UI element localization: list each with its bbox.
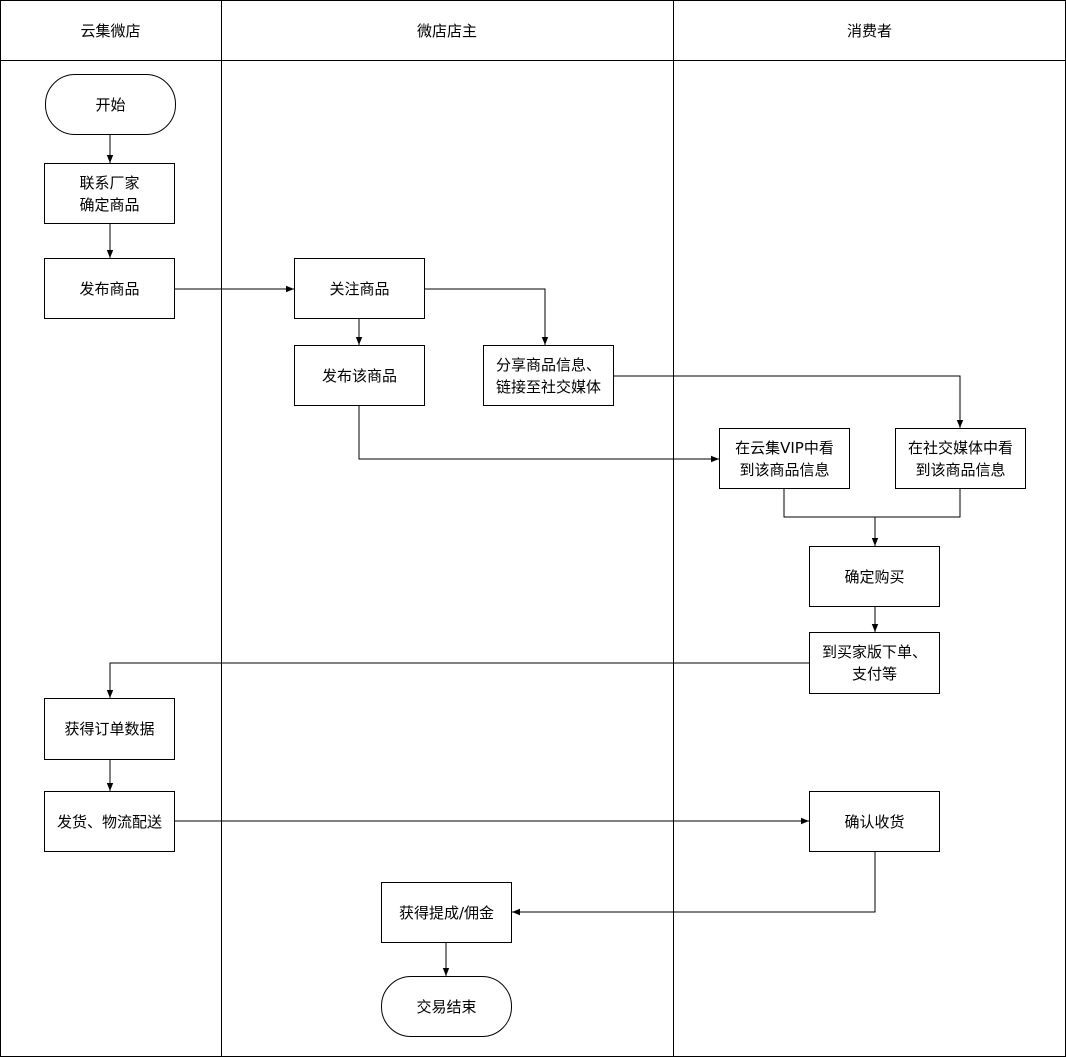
node-order-and-pay: 到买家版下单、 支付等: [809, 632, 940, 694]
node-publish-product: 发布商品: [44, 258, 175, 319]
node-confirm-receipt: 确认收货: [809, 791, 940, 852]
node-get-order-data: 获得订单数据: [44, 698, 175, 760]
node-get-commission: 获得提成/佣金: [381, 882, 512, 943]
node-confirm-purchase: 确定购买: [809, 546, 940, 607]
node-share-social: 分享商品信息、 链接至社交媒体: [483, 345, 614, 406]
node-republish-product: 发布该商品: [294, 345, 425, 406]
edge-receive-commission: [512, 852, 876, 916]
edge-follow-share: [424, 288, 549, 345]
node-see-in-vip: 在云集VIP中看 到该商品信息: [719, 428, 850, 489]
edge-republish-vip: [358, 406, 719, 463]
edge-vip-merge: [783, 489, 875, 518]
node-ship-logistics: 发货、物流配送: [44, 791, 175, 852]
edge-order-getorder: [106, 662, 809, 698]
edge-social-merge: [875, 489, 961, 518]
node-follow-product: 关注商品: [294, 258, 425, 319]
node-end: 交易结束: [381, 976, 512, 1037]
node-start: 开始: [45, 74, 176, 135]
node-see-in-social: 在社交媒体中看 到该商品信息: [895, 428, 1026, 489]
edge-share-social: [614, 375, 964, 428]
lane-header-yunji: 云集微店: [80, 21, 141, 40]
lane-header-consumer: 消费者: [846, 21, 892, 40]
lane-header-owner: 微店店主: [416, 21, 477, 40]
node-contact-vendor: 联系厂家 确定商品: [44, 163, 175, 224]
